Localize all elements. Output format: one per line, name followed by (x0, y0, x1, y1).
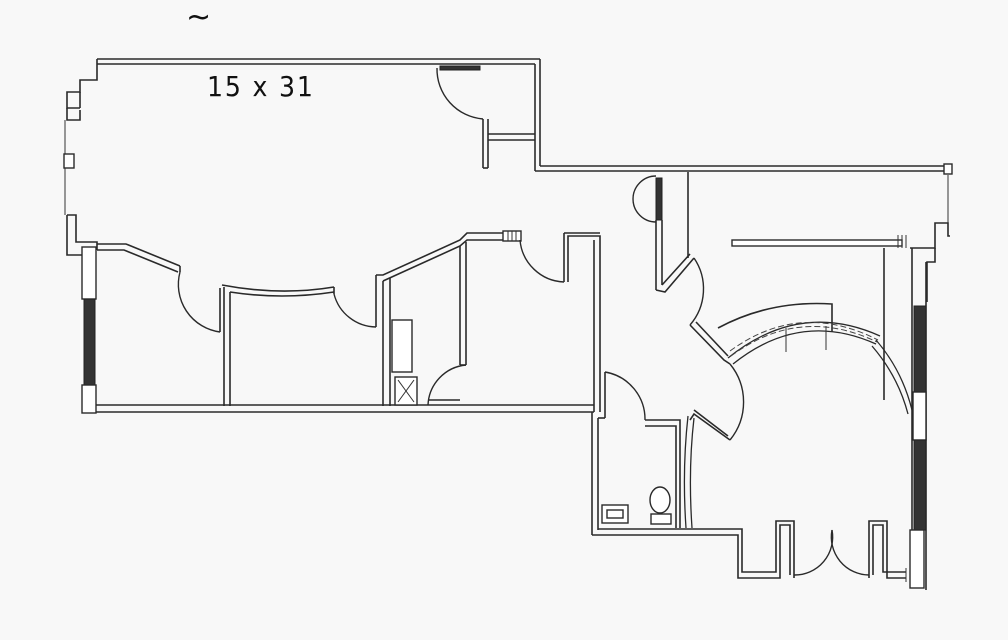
curved-reception-counter (717, 302, 913, 415)
exterior-wall-top-main (97, 58, 953, 175)
interior-wall-bottom-west (96, 404, 594, 413)
office-3-walls (502, 230, 601, 412)
office-1-walls (97, 243, 335, 406)
annotation-mark: ~ (186, 0, 214, 35)
north-east-wall (731, 175, 950, 560)
reception-door[interactable] (689, 363, 745, 441)
double-entry-doors[interactable] (793, 529, 870, 576)
main-room-door[interactable] (436, 65, 535, 169)
sink (601, 504, 629, 524)
room-dimension-label: 15 x 31 (207, 70, 315, 103)
exterior-wall-bottom (592, 520, 907, 582)
closet-walls (376, 232, 503, 406)
office-2-door[interactable] (333, 275, 377, 328)
elevator-shaft-x (394, 376, 418, 406)
restroom (591, 371, 695, 535)
corridor-walls (632, 172, 731, 365)
exterior-wall-left (63, 59, 98, 414)
exterior-wall-east (909, 262, 927, 590)
toilet (649, 486, 672, 525)
